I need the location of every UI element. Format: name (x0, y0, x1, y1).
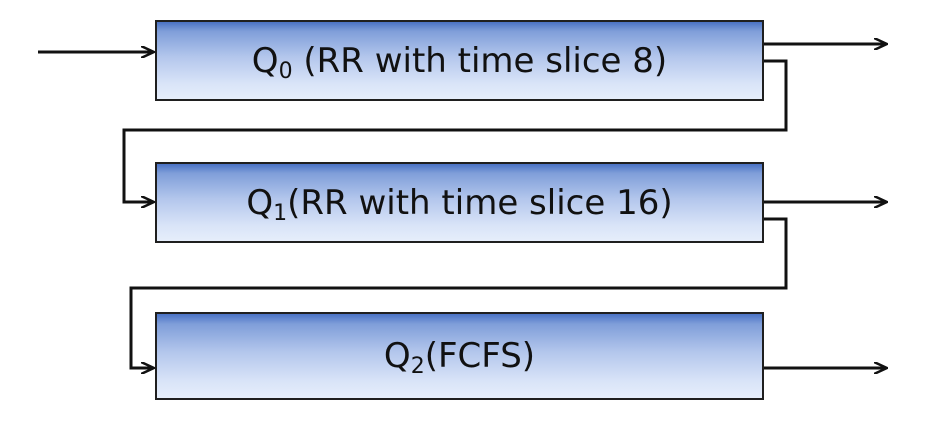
q0-to-q1-connector (122, 59, 788, 202)
queue-box-q1: Q1(RR with time slice 16) (155, 162, 764, 243)
queue-label-q0: Q0 (RR with time slice 8) (251, 40, 668, 84)
q1-to-q2-connector (129, 217, 788, 368)
queue-box-q2: Q2(FCFS) (155, 312, 764, 400)
queue-box-q0: Q0 (RR with time slice 8) (155, 20, 764, 101)
queue-label-q1: Q1(RR with time slice 16) (246, 182, 673, 226)
queue-label-q2: Q2(FCFS) (383, 336, 536, 380)
